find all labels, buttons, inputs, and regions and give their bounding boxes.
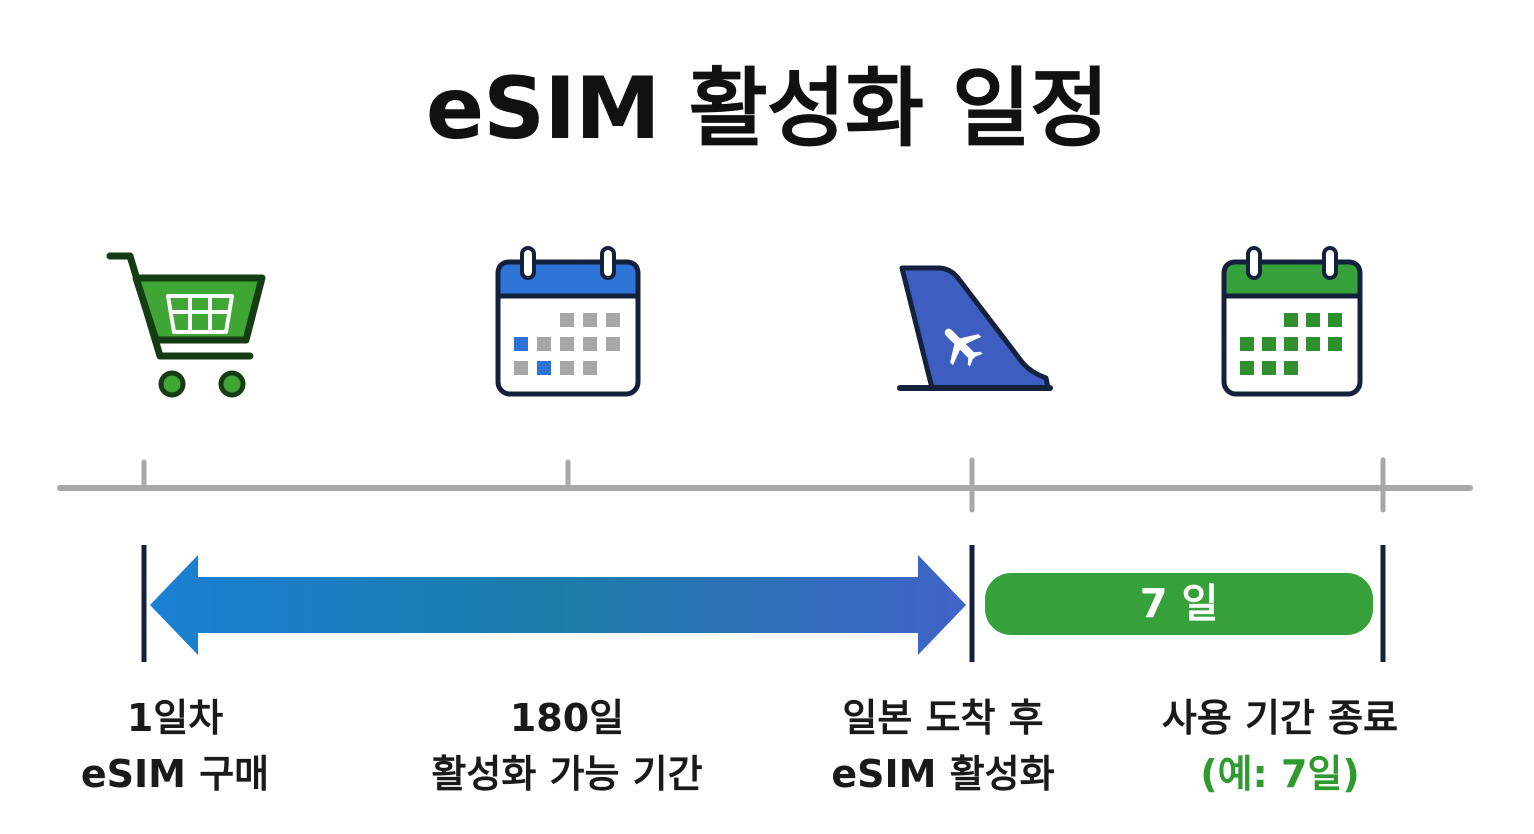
step-purchase-label: 1일차 eSIM 구매 xyxy=(80,696,270,796)
period-markers xyxy=(141,545,1386,662)
timeline-axis xyxy=(57,457,1473,513)
step-end-label: 사용 기간 종료 (예: 7일) xyxy=(1161,696,1399,796)
step-arrival-label: 일본 도착 후 eSIM 활성화 xyxy=(831,696,1055,796)
usage-period-bar xyxy=(985,573,1373,635)
shopping-cart-icon xyxy=(106,252,266,398)
step-activation-window-label: 180일 활성화 가능 기간 xyxy=(431,696,703,796)
calendar-end-icon xyxy=(1221,246,1363,397)
usage-duration-label: 7 일 xyxy=(1139,581,1219,627)
airplane-tail-icon xyxy=(897,265,1053,391)
activation-window-arrow xyxy=(150,555,966,655)
page-title: eSIM 활성화 일정 xyxy=(425,59,1109,159)
calendar-icon xyxy=(495,246,641,397)
